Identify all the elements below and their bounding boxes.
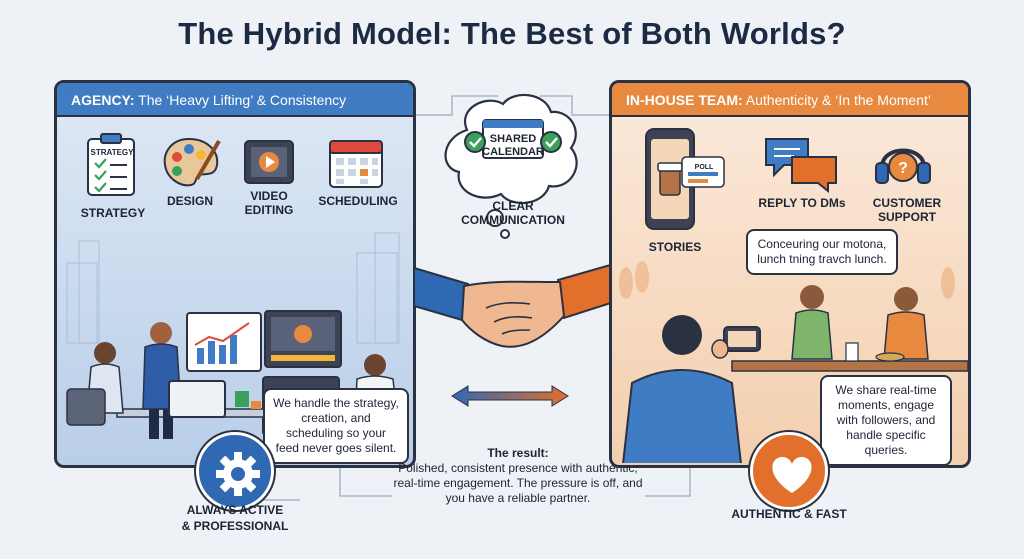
strategy-clipboard-icon — [87, 133, 135, 196]
chat-bubbles-icon — [765, 138, 837, 194]
agency-item-design: DESIGN — [166, 194, 213, 208]
inhouse-cafe-illustration — [619, 261, 968, 463]
inhouse-title-bold: IN-HOUSE TEAM: — [626, 92, 743, 108]
inhouse-speech-bubble: We share real-time moments, engage with … — [820, 375, 952, 465]
handshake-illustration — [414, 262, 614, 348]
agency-item-scheduling: SCHEDULING — [318, 194, 398, 208]
page-title: The Hybrid Model: The Best of Both World… — [178, 16, 846, 51]
agency-item-strategy: STRATEGY — [80, 206, 146, 220]
inhouse-title-rest: Authenticity & ‘In the Moment’ — [742, 92, 931, 108]
calendar-icon — [329, 140, 383, 188]
thought-cloud — [444, 93, 578, 239]
cloud-caption: CLEAR COMMUNICATION — [461, 199, 565, 227]
inhouse-scene-speech-bubble: Conceuring our motona, lunch tning travc… — [746, 229, 898, 275]
agency-badge — [196, 432, 274, 510]
palette-icon — [163, 137, 221, 187]
agency-badge-caption: ALWAYS ACTIVE & PROFESSIONAL — [181, 503, 289, 533]
inhouse-badge — [750, 432, 828, 510]
poll-label: POLL — [694, 164, 714, 171]
inhouse-item-stories: STORIES — [648, 240, 702, 254]
svg-text:?: ? — [898, 160, 908, 177]
result-head: The result: — [487, 446, 549, 460]
agency-panel: AGENCY: The ‘Heavy Lifting’ & Consistenc… — [54, 80, 416, 468]
agency-item-video-editing: VIDEO EDITING — [244, 189, 294, 217]
agency-title-rest: The ‘Heavy Lifting’ & Consistency — [134, 92, 347, 108]
heart-icon — [772, 456, 812, 493]
result-block: The result: Polished, consistent presenc… — [390, 446, 646, 506]
double-arrow-icon — [451, 385, 569, 407]
phone-stories-icon — [645, 128, 725, 230]
headset-icon: ? — [875, 148, 931, 184]
inhouse-panel: IN-HOUSE TEAM: Authenticity & ‘In the Mo… — [609, 80, 971, 468]
agency-panel-header: AGENCY: The ‘Heavy Lifting’ & Consistenc… — [57, 83, 413, 117]
agency-speech-bubble: We handle the strategy, creation, and sc… — [263, 388, 409, 464]
result-text: Polished, consistent presence with authe… — [393, 461, 643, 505]
inhouse-panel-header: IN-HOUSE TEAM: Authenticity & ‘In the Mo… — [612, 83, 968, 117]
inhouse-item-reply-dms: REPLY TO DMs — [758, 196, 846, 210]
clipboard-text: STRATEGY — [90, 148, 134, 157]
inhouse-badge-caption: AUTHENTIC & FAST — [731, 507, 847, 521]
video-film-icon — [244, 140, 294, 184]
gear-icon — [216, 452, 260, 496]
cloud-line2: CALENDAR — [482, 146, 544, 158]
agency-title-bold: AGENCY: — [71, 92, 135, 108]
cloud-line1: SHARED — [489, 133, 537, 145]
inhouse-item-customer-support: CUSTOMER SUPPORT — [872, 196, 942, 224]
